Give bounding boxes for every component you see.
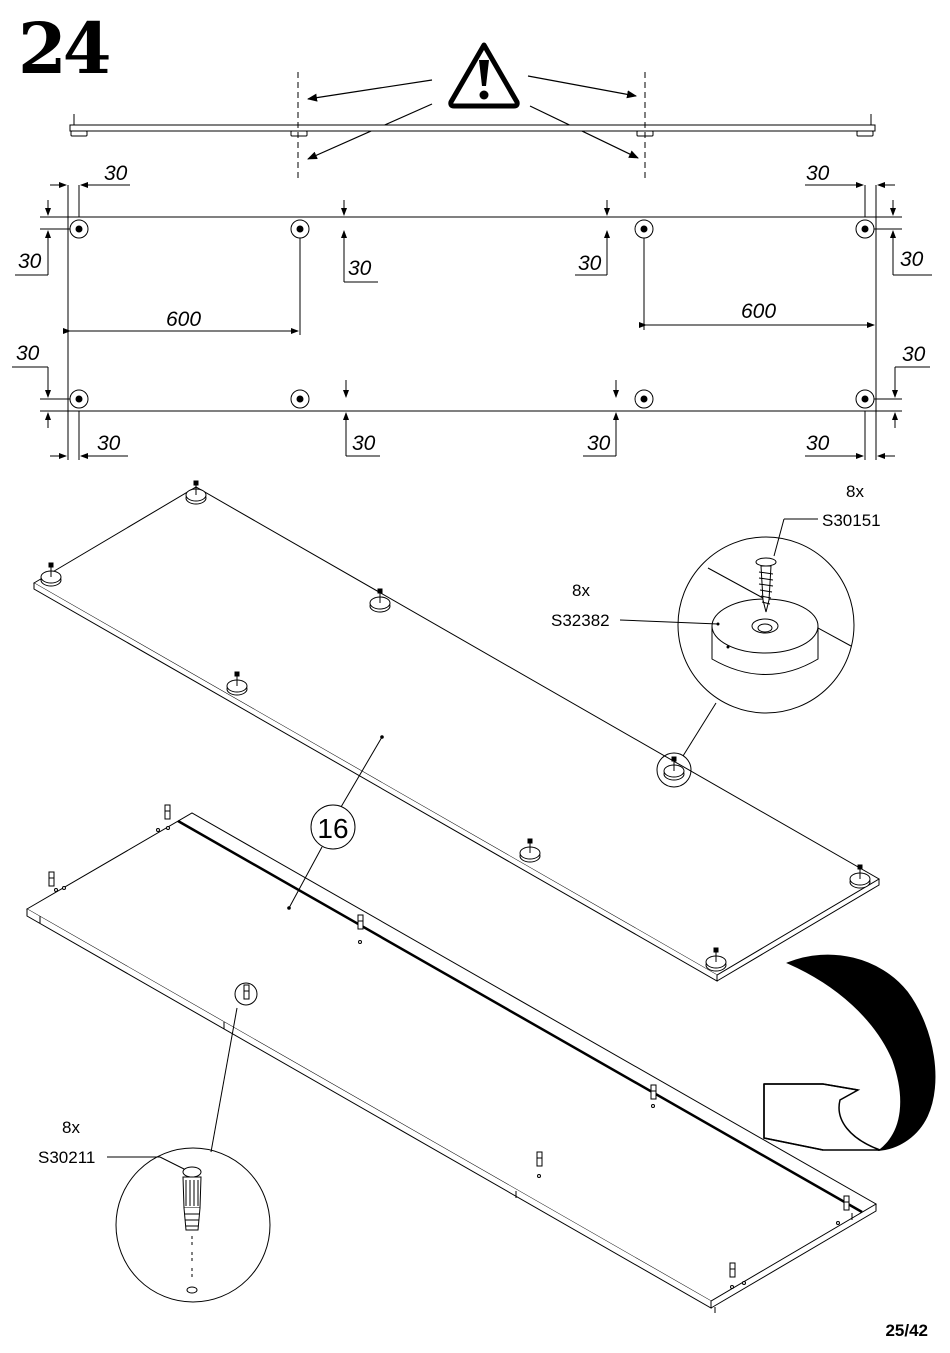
dowel-quantity: 8x [62,1118,80,1137]
foot-quantity: 8x [572,581,590,600]
flip-over-arrow [763,954,936,1152]
part-number: 16 [317,813,348,844]
dowel-code: S30211 [38,1148,95,1167]
dim-30-bottom-inner-left: 30 [352,432,376,455]
dim-30-top-left-v: 30 [18,250,42,273]
part-16-callout [287,735,384,910]
dim-30-top-right-h: 30 [806,162,830,185]
lower-panel [26,812,877,1313]
panel-16-with-feet [33,486,880,982]
dim-30-top-inner-left: 30 [348,257,372,280]
top-view-panel [12,182,932,460]
warning-icon [448,42,520,109]
dim-30-bottom-left-v: 30 [16,342,40,365]
screw-code: S30151 [822,511,881,530]
dowels-on-panel [48,804,850,1289]
dim-600-right: 600 [741,300,776,323]
dim-30-bottom-inner-right: 30 [587,432,611,455]
dim-30-top-left-h: 30 [104,162,128,185]
foot-positions [69,219,875,409]
side-view-panel [69,72,876,182]
dim-30-bottom-right-v: 30 [902,343,926,366]
dim-600-left: 600 [166,308,201,331]
warning-arrows [307,75,639,160]
feet-on-panel [40,480,871,972]
foot-code: S32382 [551,611,610,630]
dowel-detail-callout [107,1007,271,1303]
dim-30-bottom-right-h: 30 [806,432,830,455]
page-number: 25/42 [885,1321,928,1340]
dim-30-top-inner-right: 30 [578,252,602,275]
screw-quantity: 8x [846,482,864,501]
foot-detail-callout [619,518,855,757]
dim-30-bottom-left-h: 30 [97,432,121,455]
step-number: 24 [18,7,111,90]
dim-30-top-right-v: 30 [900,248,924,271]
